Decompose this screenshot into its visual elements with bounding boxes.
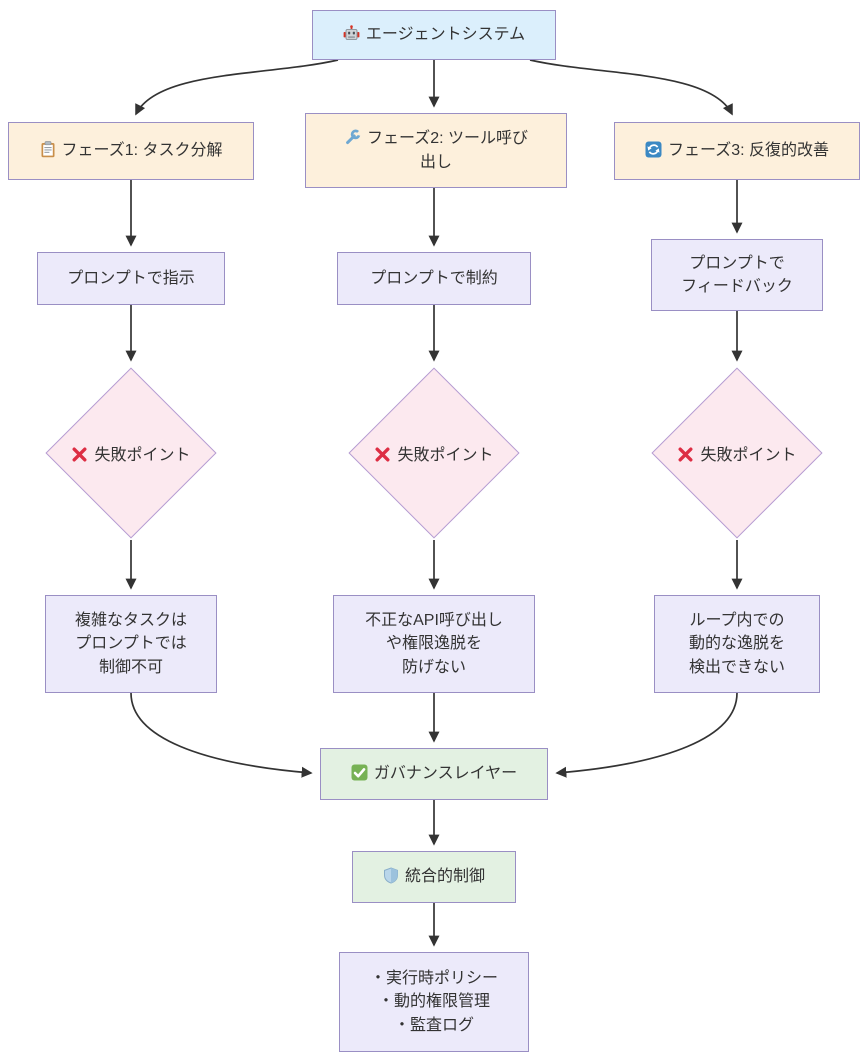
node-governance-layer: ガバナンスレイヤー: [320, 748, 548, 800]
node-label: 複雑なタスクは プロンプトでは 制御不可: [74, 612, 187, 676]
node-failpoint-2: 失敗ポイント: [348, 367, 520, 539]
node-failpoint-1: 失敗ポイント: [45, 367, 217, 539]
node-phase3: フェーズ3: 反復的改善: [614, 122, 860, 180]
node-label: フェーズ2: ツール呼び 出し: [367, 130, 528, 171]
node-faildesc-2: 不正なAPI呼び出し や権限逸脱を 防げない: [333, 595, 535, 693]
node-label: 失敗ポイント: [94, 447, 191, 464]
edge-agent-phase1: [135, 59, 339, 116]
node-prompt-instruct: プロンプトで指示: [37, 252, 225, 305]
node-label: プロンプトで指示: [67, 269, 195, 287]
cross-mark-icon: [677, 446, 694, 463]
node-integrated-control: 統合的制御: [352, 851, 516, 903]
check-mark-icon: [351, 764, 368, 781]
node-label: プロンプトで フィードバック: [681, 254, 793, 295]
node-label: ガバナンスレイヤー: [373, 765, 518, 783]
cross-mark-icon: [374, 446, 391, 463]
wrench-icon: [344, 129, 361, 146]
node-label: 失敗ポイント: [700, 447, 797, 464]
node-prompt-constrain: プロンプトで制約: [337, 252, 531, 305]
node-label: フェーズ3: 反復的改善: [668, 142, 829, 160]
node-policy-list: ・実行時ポリシー ・動的権限管理 ・監査ログ: [339, 952, 529, 1052]
node-label: ・実行時ポリシー ・動的権限管理 ・監査ログ: [369, 970, 498, 1034]
node-label: 失敗ポイント: [397, 447, 494, 464]
node-prompt-feedback: プロンプトで フィードバック: [651, 239, 823, 311]
node-faildesc-1: 複雑なタスクは プロンプトでは 制御不可: [45, 595, 217, 693]
node-faildesc-3: ループ内での 動的な逸脱を 検出できない: [654, 595, 820, 693]
clipboard-icon: [40, 141, 56, 158]
node-failpoint-3: 失敗ポイント: [651, 367, 823, 539]
node-label: フェーズ1: タスク分解: [61, 142, 223, 160]
shield-icon: [383, 867, 399, 884]
node-label: 不正なAPI呼び出し や権限逸脱を 防げない: [365, 612, 503, 676]
edge-faildesc3-governance: [555, 692, 738, 778]
cross-mark-icon: [71, 446, 88, 463]
edge-agent-phase3: [529, 59, 733, 116]
node-label: ループ内での 動的な逸脱を 検出できない: [688, 612, 785, 676]
node-label: エージェントシステム: [365, 26, 526, 44]
arrows-counterclockwise-icon: [645, 141, 662, 158]
robot-icon: [343, 25, 360, 42]
node-phase2: フェーズ2: ツール呼び 出し: [305, 113, 567, 188]
node-label: 統合的制御: [404, 868, 485, 886]
node-label: プロンプトで制約: [370, 269, 498, 287]
edge-faildesc1-governance: [130, 692, 313, 778]
node-phase1: フェーズ1: タスク分解: [8, 122, 254, 180]
node-agent-system: エージェントシステム: [312, 10, 556, 60]
